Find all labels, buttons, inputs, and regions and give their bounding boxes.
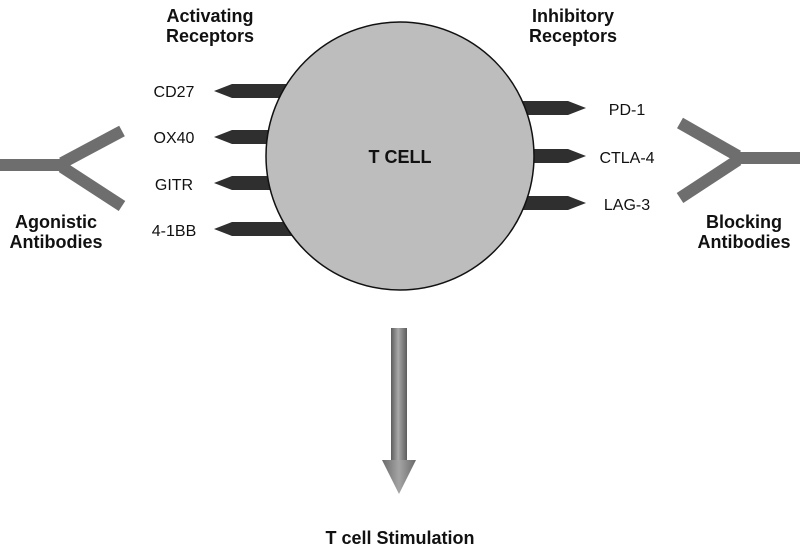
receptor-label-41bb: 4-1BB xyxy=(152,223,196,240)
inhibitory-receptor-labels: PD-1 CTLA-4 LAG-3 xyxy=(599,102,654,214)
svg-text:Activating: Activating xyxy=(166,6,253,26)
receptor-label-ox40: OX40 xyxy=(154,130,195,147)
receptor-arrow-ctla4 xyxy=(520,149,586,163)
t-cell-stimulation-label: T cell Stimulation xyxy=(325,528,474,548)
activating-receptor-labels: CD27 OX40 GITR 4-1BB xyxy=(152,84,196,240)
stimulation-arrow xyxy=(382,328,416,494)
svg-text:Receptors: Receptors xyxy=(166,26,254,46)
agonistic-antibodies-label: Agonistic Antibodies xyxy=(10,212,103,252)
receptor-label-pd1: PD-1 xyxy=(609,102,646,119)
blocking-antibody-icon xyxy=(676,117,800,204)
receptor-arrow-ox40 xyxy=(214,130,280,144)
t-cell-circle xyxy=(265,21,535,291)
receptor-label-cd27: CD27 xyxy=(154,84,195,101)
svg-text:Agonistic: Agonistic xyxy=(15,212,97,232)
t-cell-label: T CELL xyxy=(369,147,432,167)
svg-text:Blocking: Blocking xyxy=(706,212,782,232)
receptor-label-gitr: GITR xyxy=(155,177,193,194)
activating-receptor-arrows xyxy=(214,84,300,236)
activating-receptors-heading: Activating Receptors xyxy=(166,6,254,46)
blocking-antibodies-label: Blocking Antibodies xyxy=(698,212,791,252)
agonistic-antibody-icon xyxy=(0,125,126,212)
svg-text:Receptors: Receptors xyxy=(529,26,617,46)
receptor-arrow-cd27 xyxy=(214,84,300,98)
receptor-label-lag3: LAG-3 xyxy=(604,197,650,214)
svg-text:Antibodies: Antibodies xyxy=(698,232,791,252)
svg-text:Inhibitory: Inhibitory xyxy=(532,6,614,26)
receptor-arrow-41bb xyxy=(214,222,300,236)
receptor-arrow-gitr xyxy=(214,176,280,190)
receptor-label-ctla4: CTLA-4 xyxy=(599,150,654,167)
inhibitory-receptors-heading: Inhibitory Receptors xyxy=(529,6,617,46)
svg-text:Antibodies: Antibodies xyxy=(10,232,103,252)
